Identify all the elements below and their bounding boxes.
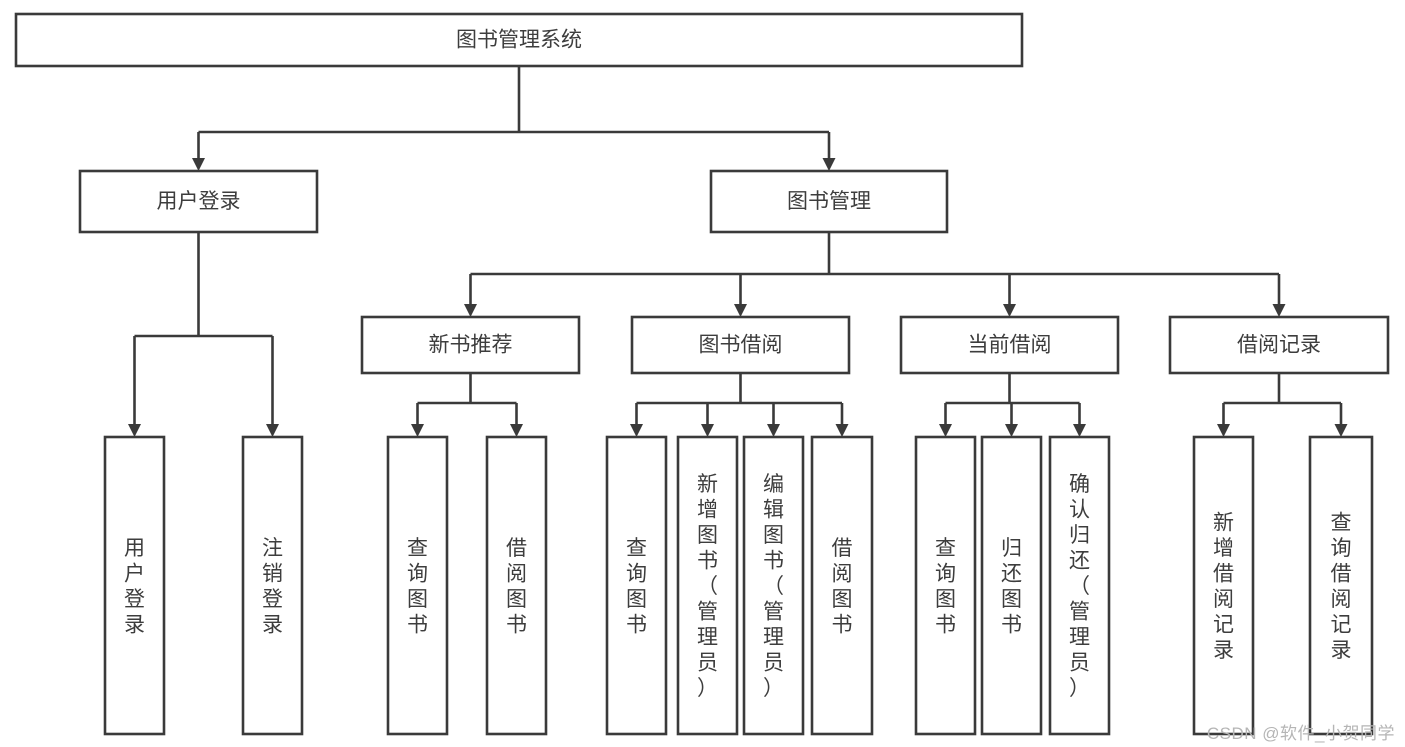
node-book-borrow[interactable]: 图书借阅 bbox=[630, 315, 851, 375]
node-leaf-logout-login[interactable]: 注销登录 bbox=[241, 435, 304, 736]
arrow-head-icon bbox=[1272, 304, 1286, 317]
node-box-current-borrow bbox=[899, 315, 1120, 375]
node-box-leaf-confirm-return-admin bbox=[1048, 435, 1111, 736]
node-layer: 图书管理系统用户登录图书管理新书推荐图书借阅当前借阅借阅记录用户登录注销登录查询… bbox=[14, 12, 1390, 736]
node-current-borrow[interactable]: 当前借阅 bbox=[899, 315, 1120, 375]
arrow-head-icon bbox=[1005, 424, 1018, 437]
arrow-head-icon bbox=[939, 424, 952, 437]
node-label-book-borrow: 图书借阅 bbox=[699, 334, 783, 357]
node-box-leaf-return-book bbox=[980, 435, 1043, 736]
node-label-leaf-borrow-book-recommend: 借阅图书 bbox=[506, 537, 527, 637]
node-label-leaf-confirm-return-admin: 确认归还（管理员） bbox=[1069, 473, 1090, 700]
node-label-leaf-query-book-recommend: 查询图书 bbox=[407, 537, 428, 637]
node-label-user-login: 用户登录 bbox=[157, 190, 241, 213]
connector-edge-current-to-leaves bbox=[939, 373, 1086, 437]
node-leaf-query-book-current[interactable]: 查询图书 bbox=[914, 435, 977, 736]
node-label-leaf-logout-login: 注销登录 bbox=[262, 537, 283, 637]
node-box-leaf-query-book-recommend bbox=[386, 435, 449, 736]
node-box-leaf-query-borrow-record bbox=[1308, 435, 1374, 736]
arrow-head-icon bbox=[701, 424, 714, 437]
arrow-head-icon bbox=[835, 424, 849, 437]
arrow-head-icon bbox=[266, 424, 279, 437]
arrow-head-icon bbox=[128, 424, 141, 437]
arrow-head-icon bbox=[734, 304, 747, 317]
arrow-head-icon bbox=[767, 424, 780, 437]
node-label-leaf-return-book: 归还图书 bbox=[1001, 537, 1022, 637]
node-box-leaf-add-book-admin bbox=[676, 435, 739, 736]
connector-edge-userlogin-to-leaves bbox=[128, 232, 279, 437]
node-label-borrow-record: 借阅记录 bbox=[1237, 334, 1321, 357]
node-leaf-return-book[interactable]: 归还图书 bbox=[980, 435, 1043, 736]
arrow-head-icon bbox=[464, 304, 477, 317]
node-leaf-query-borrow-record[interactable]: 查询借阅记录 bbox=[1308, 435, 1374, 736]
arrow-head-icon bbox=[630, 424, 643, 437]
node-box-borrow-record bbox=[1168, 315, 1390, 375]
node-box-new-book-recommend bbox=[360, 315, 581, 375]
node-user-login[interactable]: 用户登录 bbox=[78, 169, 319, 234]
node-leaf-borrow-book-recommend[interactable]: 借阅图书 bbox=[485, 435, 548, 736]
node-label-leaf-add-book-admin: 新增图书（管理员） bbox=[697, 473, 718, 700]
connector-edge-bookmgmt-to-level3 bbox=[464, 232, 1286, 317]
connector-layer bbox=[128, 66, 1348, 437]
node-leaf-query-book-recommend[interactable]: 查询图书 bbox=[386, 435, 449, 736]
node-box-leaf-query-book-current bbox=[914, 435, 977, 736]
node-leaf-add-book-admin[interactable]: 新增图书（管理员） bbox=[676, 435, 739, 736]
node-label-new-book-recommend: 新书推荐 bbox=[429, 334, 513, 357]
node-box-book-borrow bbox=[630, 315, 851, 375]
node-label-leaf-borrow-book: 借阅图书 bbox=[832, 537, 853, 637]
arrow-head-icon bbox=[411, 424, 424, 437]
node-leaf-edit-book-admin[interactable]: 编辑图书（管理员） bbox=[742, 435, 805, 736]
node-box-user-login bbox=[78, 169, 319, 234]
node-root[interactable]: 图书管理系统 bbox=[14, 12, 1024, 68]
connector-edge-record-to-leaves bbox=[1217, 373, 1348, 437]
node-book-management[interactable]: 图书管理 bbox=[709, 169, 949, 234]
arrow-head-icon bbox=[1073, 424, 1086, 437]
node-label-root: 图书管理系统 bbox=[456, 29, 582, 52]
node-label-leaf-query-book-current: 查询图书 bbox=[935, 537, 956, 637]
arrow-head-icon bbox=[192, 158, 205, 171]
node-box-leaf-add-borrow-record bbox=[1192, 435, 1255, 736]
arrow-head-icon bbox=[1334, 424, 1348, 437]
node-box-leaf-user-login bbox=[103, 435, 166, 736]
connector-edge-borrow-to-leaves bbox=[630, 373, 849, 437]
node-box-book-management bbox=[709, 169, 949, 234]
node-box-root bbox=[14, 12, 1024, 68]
node-leaf-confirm-return-admin[interactable]: 确认归还（管理员） bbox=[1048, 435, 1111, 736]
node-label-leaf-query-book-borrow: 查询图书 bbox=[626, 537, 647, 637]
node-leaf-user-login[interactable]: 用户登录 bbox=[103, 435, 166, 736]
arrow-head-icon bbox=[1217, 424, 1230, 437]
node-new-book-recommend[interactable]: 新书推荐 bbox=[360, 315, 581, 375]
node-label-leaf-user-login: 用户登录 bbox=[124, 537, 145, 637]
node-box-leaf-logout-login bbox=[241, 435, 304, 736]
node-box-leaf-query-book-borrow bbox=[605, 435, 668, 736]
arrow-head-icon bbox=[822, 158, 836, 171]
node-label-leaf-edit-book-admin: 编辑图书（管理员） bbox=[763, 473, 784, 700]
arrow-head-icon bbox=[1003, 304, 1016, 317]
node-leaf-borrow-book[interactable]: 借阅图书 bbox=[810, 435, 874, 736]
connector-edge-recommend-to-leaves bbox=[411, 373, 523, 437]
connector-edge-root-to-level2 bbox=[192, 66, 836, 171]
node-label-leaf-add-borrow-record: 新增借阅记录 bbox=[1213, 511, 1234, 662]
node-label-current-borrow: 当前借阅 bbox=[968, 334, 1052, 357]
node-box-leaf-edit-book-admin bbox=[742, 435, 805, 736]
csdn-watermark: CSDN @软件_小贺同学 bbox=[1206, 724, 1395, 743]
node-borrow-record[interactable]: 借阅记录 bbox=[1168, 315, 1390, 375]
node-label-leaf-query-borrow-record: 查询借阅记录 bbox=[1331, 511, 1352, 662]
node-leaf-add-borrow-record[interactable]: 新增借阅记录 bbox=[1192, 435, 1255, 736]
node-box-leaf-borrow-book-recommend bbox=[485, 435, 548, 736]
node-leaf-query-book-borrow[interactable]: 查询图书 bbox=[605, 435, 668, 736]
arrow-head-icon bbox=[510, 424, 523, 437]
node-box-leaf-borrow-book bbox=[810, 435, 874, 736]
node-label-book-management: 图书管理 bbox=[787, 190, 871, 213]
